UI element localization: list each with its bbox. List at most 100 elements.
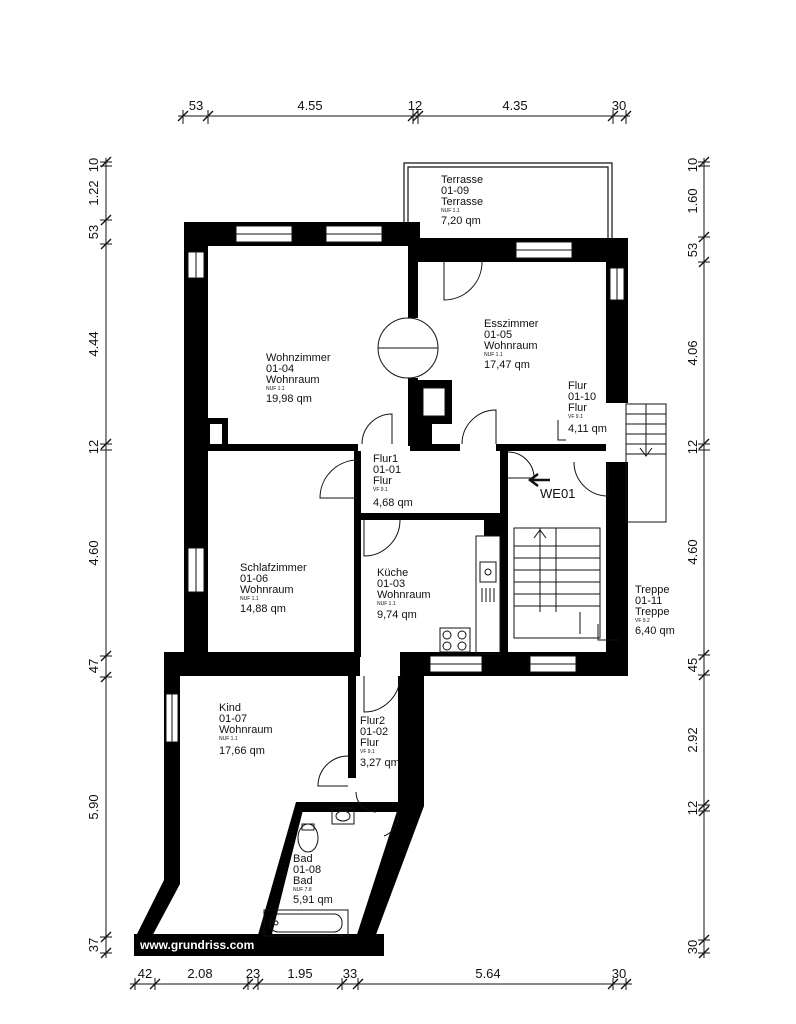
dim-bottom-3: 1.95 — [287, 966, 312, 981]
room-treppe-name: Treppe — [635, 584, 669, 596]
dim-left-1: 1.22 — [86, 180, 101, 205]
dim-left-6: 47 — [86, 659, 101, 673]
chimney-opening — [422, 387, 446, 417]
room-kind-name: Kind — [219, 702, 241, 714]
dim-right-6: 45 — [685, 658, 700, 672]
room-flur2-name: Flur2 — [360, 715, 385, 727]
dim-left-0: 10 — [86, 158, 101, 172]
area-guide-lines — [557, 420, 620, 641]
room-kueche-code: NUF 1.1 — [377, 601, 396, 607]
dim-left-8: 37 — [86, 938, 101, 952]
room-flur1-area: 4,68 qm — [373, 497, 413, 509]
room-kind-code: NUF 1.1 — [219, 736, 238, 742]
room-terrasse-type: Terrasse — [441, 196, 483, 208]
dim-left-3: 4.44 — [86, 331, 101, 356]
room-esszimmer-code: NUF 1.1 — [484, 352, 503, 358]
room-schlafzimmer-area: 14,88 qm — [240, 603, 286, 615]
dim-right-3: 4.06 — [685, 340, 700, 365]
room-terrasse-code: NUF 1.1 — [441, 208, 460, 214]
room-kueche-name: Küche — [377, 567, 408, 579]
room-wohnzimmer-area: 19,98 qm — [266, 393, 312, 405]
dim-bottom-6: 30 — [612, 966, 626, 981]
unit-label: WE01 — [540, 486, 575, 501]
room-flur-type: Flur — [568, 402, 587, 414]
staircase — [513, 403, 667, 639]
dim-left-2: 53 — [86, 225, 101, 239]
room-kueche-id: 01-03 — [377, 578, 405, 590]
room-flur2-code: VF 9.1 — [360, 749, 375, 755]
terrace-outline — [403, 162, 613, 238]
doors — [317, 261, 609, 837]
room-flur-id: 01-10 — [568, 391, 596, 403]
room-terrasse-id: 01-09 — [441, 185, 469, 197]
dim-top-4: 30 — [612, 98, 626, 113]
dim-top-0: 53 — [189, 98, 203, 113]
chimney-left-opening — [210, 424, 222, 444]
room-flur1-id: 01-01 — [373, 464, 401, 476]
room-esszimmer-area: 17,47 qm — [484, 359, 530, 371]
room-terrasse-area: 7,20 qm — [441, 215, 481, 227]
room-bad-id: 01-08 — [293, 864, 321, 876]
dim-left-7: 5.90 — [86, 794, 101, 819]
dim-right-4: 12 — [685, 440, 700, 454]
room-wohnzimmer-code: NUF 1.1 — [266, 386, 285, 392]
room-flur-area: 4,11 qm — [568, 423, 607, 435]
room-flur-name: Flur — [568, 380, 587, 392]
room-treppe-code: VF 9.2 — [635, 618, 650, 624]
room-esszimmer-id: 01-05 — [484, 329, 512, 341]
dim-bottom-5: 5.64 — [475, 966, 500, 981]
room-treppe-area: 6,40 qm — [635, 625, 675, 637]
room-bad-area: 5,91 qm — [293, 894, 333, 906]
room-wohnzimmer-id: 01-04 — [266, 363, 294, 375]
dim-bottom-4: 33 — [343, 966, 357, 981]
dim-right-7: 2.92 — [685, 727, 700, 752]
room-bad-name: Bad — [293, 853, 313, 865]
room-schlafzimmer-code: NUF 1.1 — [240, 596, 259, 602]
entry-arrow — [527, 473, 550, 487]
room-bad-type: Bad — [293, 875, 313, 887]
dim-top-3: 4.35 — [502, 98, 527, 113]
bathroom-fixtures — [263, 807, 355, 937]
room-esszimmer-name: Esszimmer — [484, 318, 539, 330]
dim-top-2: 12 — [408, 98, 422, 113]
dim-right-1: 1.60 — [685, 188, 700, 213]
room-schlafzimmer-name: Schlafzimmer — [240, 562, 307, 574]
room-flur2-type: Flur — [360, 737, 379, 749]
dim-right-5: 4.60 — [685, 539, 700, 564]
room-flur1-code: VF 9.1 — [373, 487, 388, 493]
room-schlafzimmer-id: 01-06 — [240, 573, 268, 585]
watermark: www.grundriss.com — [140, 938, 255, 952]
room-flur2-id: 01-02 — [360, 726, 388, 738]
room-esszimmer-type: Wohnraum — [484, 340, 538, 352]
room-treppe-id: 01-11 — [635, 595, 662, 607]
dim-top-1: 4.55 — [297, 98, 322, 113]
dim-right-0: 10 — [685, 158, 700, 172]
room-schlafzimmer-type: Wohnraum — [240, 584, 294, 596]
room-flur1-type: Flur — [373, 475, 392, 487]
dim-bottom-1: 2.08 — [187, 966, 212, 981]
room-kind-type: Wohnraum — [219, 724, 273, 736]
dim-bottom-0: 42 — [138, 966, 152, 981]
room-wohnzimmer-name: Wohnzimmer — [266, 352, 331, 364]
room-treppe-type: Treppe — [635, 606, 669, 618]
room-kueche-type: Wohnraum — [377, 589, 431, 601]
room-kueche-area: 9,74 qm — [377, 609, 417, 621]
dim-right-9: 30 — [685, 940, 700, 954]
room-wohnzimmer-type: Wohnraum — [266, 374, 320, 386]
dim-right-8: 12 — [685, 801, 700, 815]
room-flur1-name: Flur1 — [373, 453, 398, 465]
dim-left-4: 12 — [86, 440, 101, 454]
kitchen-counter — [439, 535, 501, 655]
window-lines — [171, 233, 618, 742]
dim-bottom-2: 23 — [246, 966, 260, 981]
room-flur2-area: 3,27 qm — [360, 757, 400, 769]
room-bad-code: NUF 7.8 — [293, 887, 312, 893]
room-flur-code: VF 9.1 — [568, 414, 583, 420]
kitchen-drain-lines — [481, 588, 495, 602]
dim-left-5: 4.60 — [86, 540, 101, 565]
room-terrasse-name: Terrasse — [441, 174, 483, 186]
dim-right-2: 53 — [685, 243, 700, 257]
room-kind-id: 01-07 — [219, 713, 247, 725]
dimension-ticks — [100, 110, 710, 990]
